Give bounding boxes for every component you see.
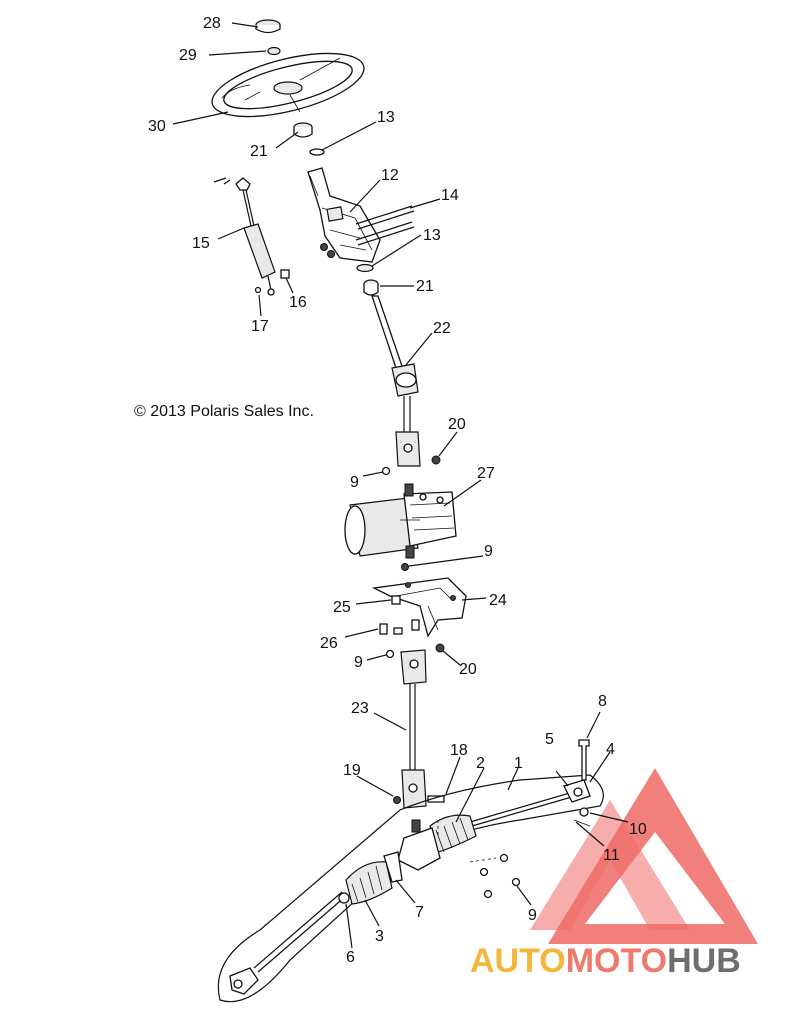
tie-rod-end-left xyxy=(229,967,259,995)
rack-boot-right xyxy=(429,814,477,853)
leader-lines xyxy=(172,22,629,949)
callout-9-lower: 9 xyxy=(354,654,363,671)
callout-21-top: 21 xyxy=(250,143,268,160)
copyright-notice: © 2013 Polaris Sales Inc. xyxy=(134,403,314,420)
rack-bracket-7 xyxy=(383,851,403,883)
callout-5: 5 xyxy=(545,731,554,748)
watermark-text-moto: MOTO xyxy=(566,942,667,980)
cotter-pin-11 xyxy=(573,819,591,827)
rack-gear-housing xyxy=(397,827,441,871)
strut-clip xyxy=(254,286,262,294)
callout-15: 15 xyxy=(192,235,210,252)
callout-28: 28 xyxy=(203,15,221,32)
bolt-25 xyxy=(391,595,401,605)
steering-wheel-assembly xyxy=(211,19,365,156)
tilt-bracket-assembly xyxy=(307,167,415,296)
rack-boot-left xyxy=(345,861,393,905)
steering-rack-housing xyxy=(217,774,604,1003)
callout-22: 22 xyxy=(433,320,451,337)
nut-9-eps xyxy=(401,563,409,571)
nut-9-upper xyxy=(381,466,391,476)
power-steering-unit xyxy=(344,483,457,571)
callout-20-lower: 20 xyxy=(459,661,477,678)
gas-strut-assembly xyxy=(213,177,290,296)
callout-25: 25 xyxy=(333,599,351,616)
mounting-bracket xyxy=(371,577,467,638)
callout-16: 16 xyxy=(289,294,307,311)
callout-29: 29 xyxy=(179,47,197,64)
washer-13-top xyxy=(309,148,325,156)
watermark-text-hub: HUB xyxy=(667,942,741,980)
watermark-triangle-inner xyxy=(530,800,690,930)
callout-19: 19 xyxy=(343,762,361,779)
bolt-20-lower xyxy=(435,643,445,653)
nut-10 xyxy=(579,807,589,817)
upper-steering-shaft xyxy=(371,295,441,476)
watermark-logo: AUTOMOTOHUB xyxy=(470,768,758,980)
watermark-text-auto: AUTO xyxy=(470,942,566,980)
lower-steering-shaft xyxy=(385,643,445,809)
callout-11: 11 xyxy=(603,847,620,864)
nut-9-rack-a xyxy=(499,853,509,863)
callout-20-upper: 20 xyxy=(448,416,466,433)
callout-2: 2 xyxy=(476,755,485,772)
callout-4: 4 xyxy=(606,741,615,758)
callout-30: 30 xyxy=(148,118,166,135)
callout-6: 6 xyxy=(346,949,355,966)
washer-13-mid xyxy=(356,263,374,273)
callout-27: 27 xyxy=(477,465,495,482)
callout-7: 7 xyxy=(415,904,424,921)
nut-9-rack-d xyxy=(483,889,493,899)
strut-bolt xyxy=(280,269,290,279)
callout-18: 18 xyxy=(450,742,468,759)
rack-housing-outline xyxy=(217,774,604,1003)
bolt-26 xyxy=(379,623,388,635)
callout-10: 10 xyxy=(629,821,647,838)
nut-9-rack-c xyxy=(511,877,521,887)
steering-rack xyxy=(229,739,591,995)
callout-12: 12 xyxy=(381,167,399,184)
svg-text:AUTOMOTOHUB: AUTOMOTOHUB xyxy=(470,942,741,980)
tie-rod-jam-nut xyxy=(338,892,350,904)
callout-23: 23 xyxy=(351,700,369,717)
callout-17: 17 xyxy=(251,318,269,335)
callout-labels: 28 29 30 13 21 12 14 13 21 15 16 17 22 2… xyxy=(148,15,647,966)
callout-21-mid: 21 xyxy=(416,278,434,295)
watermark-triangle-outer xyxy=(548,768,758,944)
callout-1: 1 xyxy=(514,755,523,772)
nut-9-lower xyxy=(385,649,395,659)
wheel-nut xyxy=(267,46,281,56)
callout-13-top: 13 xyxy=(377,109,395,126)
nut-19 xyxy=(393,796,401,804)
callout-26: 26 xyxy=(320,635,338,652)
callout-9-eps: 9 xyxy=(484,543,493,560)
callout-9-rack: 9 xyxy=(528,907,537,924)
bolt-20-upper xyxy=(431,455,441,465)
callout-13-mid: 13 xyxy=(423,227,441,244)
bolt-8 xyxy=(578,739,590,781)
nut-9-rack-b xyxy=(479,867,489,877)
callout-8: 8 xyxy=(598,693,607,710)
callout-3: 3 xyxy=(375,928,384,945)
callout-9-upper: 9 xyxy=(350,474,359,491)
gas-strut xyxy=(243,223,276,279)
callout-24: 24 xyxy=(489,592,507,609)
callout-14: 14 xyxy=(441,187,459,204)
